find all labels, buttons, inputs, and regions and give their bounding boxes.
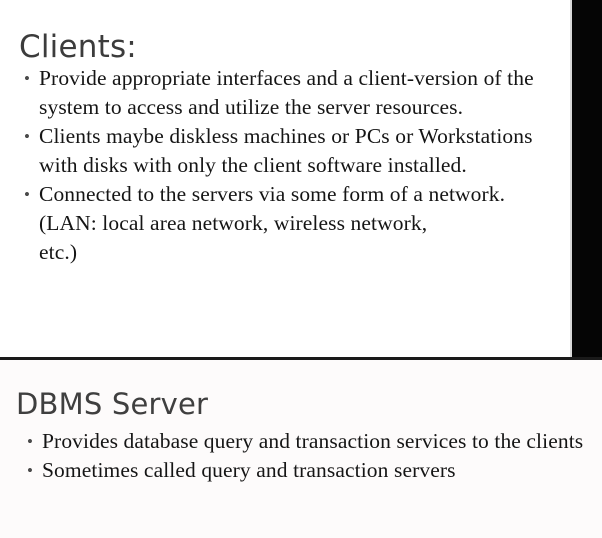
- bullet-dot-icon: •: [24, 127, 30, 146]
- list-item-text: Provide appropriate interfaces and a cli…: [39, 66, 534, 119]
- list-item: • Connected to the servers via some form…: [0, 180, 572, 209]
- bullet-dot-icon: •: [27, 461, 33, 480]
- list-item-text: Clients maybe diskless machines or PCs o…: [39, 124, 533, 177]
- bullet-dot-icon: •: [24, 185, 30, 204]
- slide-divider: [0, 357, 602, 360]
- list-item: • Provide appropriate interfaces and a c…: [0, 64, 572, 122]
- right-band-seam: [570, 0, 572, 357]
- clients-slide: Clients: • Provide appropriate interface…: [0, 0, 602, 357]
- list-item: • Clients maybe diskless machines or PCs…: [0, 122, 572, 180]
- list-item-text: Connected to the servers via some form o…: [39, 182, 506, 206]
- sub-note-line-2: etc.): [39, 240, 78, 264]
- page-title: Clients:: [19, 28, 137, 65]
- bullet-dot-icon: •: [27, 432, 33, 451]
- bullet-dot-icon: •: [24, 69, 30, 88]
- dbms-bullet-list: • Provides database query and transactio…: [0, 427, 598, 485]
- sub-note-line-1: (LAN: local area network, wireless netwo…: [39, 211, 428, 235]
- list-item: • Sometimes called query and transaction…: [0, 456, 598, 485]
- section-title: DBMS Server: [16, 387, 209, 422]
- list-item: • Provides database query and transactio…: [0, 427, 598, 456]
- clients-bullet-list: • Provide appropriate interfaces and a c…: [0, 64, 572, 267]
- list-item-text: Provides database query and transaction …: [42, 429, 584, 453]
- dbms-server-slide: DBMS Server • Provides database query an…: [0, 360, 602, 538]
- right-black-band: [572, 0, 602, 357]
- list-item-text: Sometimes called query and transaction s…: [42, 458, 456, 482]
